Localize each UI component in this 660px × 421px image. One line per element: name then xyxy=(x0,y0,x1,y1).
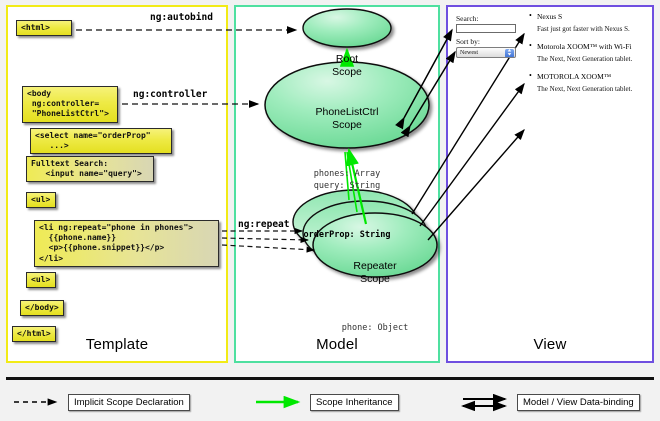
code-box-select-orderprop: <select name="orderProp" ...> xyxy=(30,128,172,155)
code-box-body-controller: <body ng:controller= "PhoneListCtrl"> xyxy=(22,86,118,123)
edge-label-autobind: ng:autobind xyxy=(150,12,213,23)
edge-label-repeat: ng:repeat xyxy=(238,219,290,230)
phone-name: Motorola XOOM™ with Wi-Fi xyxy=(528,41,650,51)
search-input[interactable] xyxy=(456,24,516,33)
code-box-ul-open: <ul> xyxy=(26,192,56,209)
code-box-html-open: <html> xyxy=(16,20,72,37)
legend: Implicit Scope Declaration Scope Inherit… xyxy=(6,390,654,414)
panel-view-label: View xyxy=(533,336,567,353)
phone-name: Nexus S xyxy=(528,11,650,21)
legend-label: Implicit Scope Declaration xyxy=(68,393,190,411)
sort-select-value: Newest xyxy=(460,50,478,56)
phone-list: Nexus S Fast just got faster with Nexus … xyxy=(528,11,650,102)
code-box-html-close: </html> xyxy=(12,326,56,343)
green-arrow-icon xyxy=(256,395,301,409)
legend-item-model-view-data-binding: Model / View Data-binding xyxy=(461,390,640,414)
chevron-updown-icon: ▲▼ xyxy=(505,48,514,58)
legend-item-implicit-scope-declaration: Implicit Scope Declaration xyxy=(12,390,190,414)
phone-snippet: The Next, Next Generation tablet. xyxy=(537,85,633,93)
legend-label: Scope Inheritance xyxy=(310,393,399,411)
edge-label-controller: ng:controller xyxy=(133,89,208,100)
list-item: Motorola XOOM™ with Wi-Fi The Next, Next… xyxy=(528,41,650,63)
panel-model-label: Model xyxy=(316,336,358,353)
search-label: Search: xyxy=(456,14,479,23)
list-item: Nexus S Fast just got faster with Nexus … xyxy=(528,11,650,33)
legend-item-scope-inheritance: Scope Inheritance xyxy=(254,390,399,414)
phone-snippet: The Next, Next Generation tablet. xyxy=(537,55,633,63)
view-form: Search: Sort by: Newest ▲▼ xyxy=(456,14,518,58)
sort-select[interactable]: Newest ▲▼ xyxy=(456,47,516,58)
legend-label: Model / View Data-binding xyxy=(517,393,640,411)
code-box-fulltext-search: Fulltext Search: <input name="query"> xyxy=(26,156,154,183)
list-item: MOTOROLA XOOM™ The Next, Next Generation… xyxy=(528,71,650,93)
code-box-body-close: </body> xyxy=(20,300,64,317)
sort-label: Sort by: xyxy=(456,37,480,46)
legend-divider xyxy=(6,377,654,380)
phone-name: MOTOROLA XOOM™ xyxy=(528,71,650,81)
double-arrow-icon xyxy=(461,393,507,412)
code-box-li-ng-repeat: <li ng:repeat="phone in phones"> {{phone… xyxy=(34,220,219,267)
dashed-arrow-icon xyxy=(14,398,58,406)
panel-model: Model xyxy=(234,5,440,363)
panel-template-label: Template xyxy=(85,336,149,353)
phone-snippet: Fast just got faster with Nexus S. xyxy=(537,25,630,33)
code-box-ul-close: <ul> xyxy=(26,272,56,289)
